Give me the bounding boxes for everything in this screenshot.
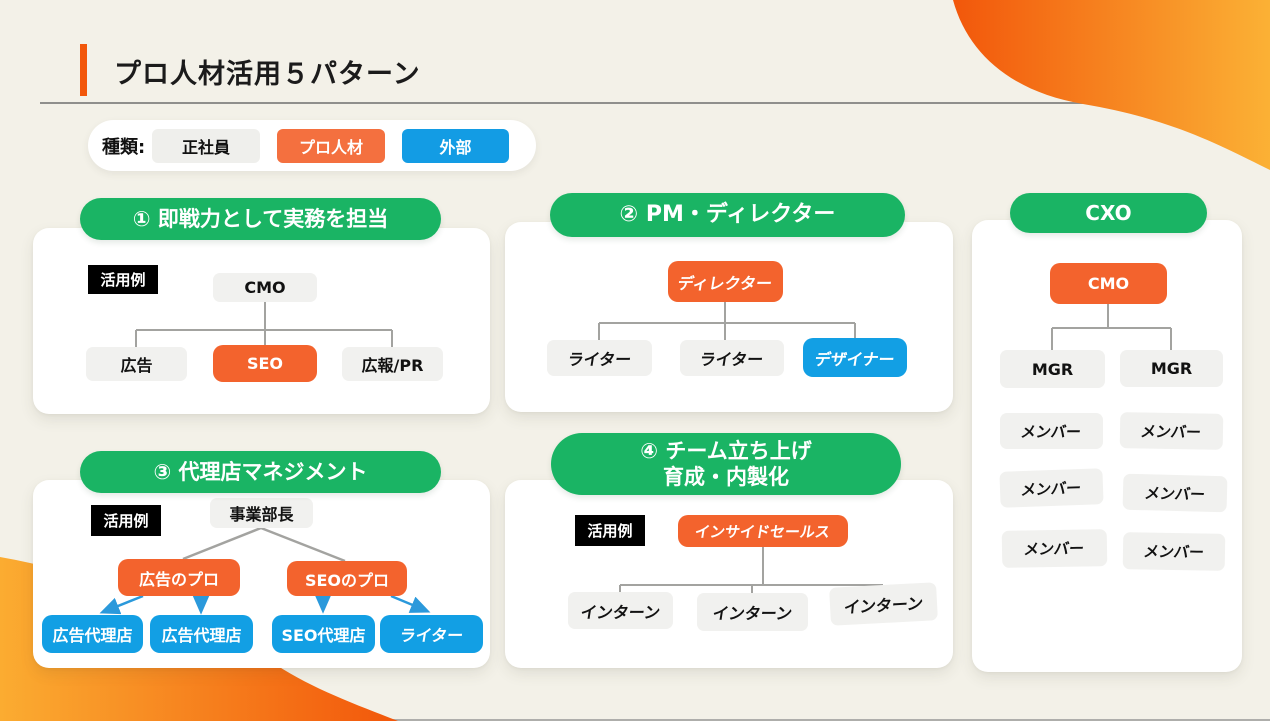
legend-chip-external: 外部 [402,129,509,163]
card4-connectors [619,547,884,593]
card1: 活用例 CMO 広告 SEO 広報/PR [33,228,490,414]
card2: ディレクター ライター ライター デザイナー [505,222,953,412]
legend: 種類: 正社員 プロ人材 外部 [88,120,536,171]
corner-blob-top-right [953,0,1270,170]
card4: 活用例 インサイドセールス インターン インターン インターン [505,480,953,668]
card2-connectors [598,302,856,340]
card3-node-seoagency: SEO代理店 [272,615,375,653]
header-divider [40,102,1270,104]
cxo-node-member5: メンバー [1001,529,1108,568]
card3-node-writer: ライター [380,615,483,653]
card3-title-pill: ③ 代理店マネジメント [80,451,441,493]
cxo-card: CMO MGR MGR メンバー メンバー メンバー メンバー メンバー メンバ… [972,220,1242,672]
cxo-node-member6: メンバー [1122,532,1226,571]
card1-connectors [135,302,393,347]
cxo-node-cmo: CMO [1050,263,1167,304]
card1-title-pill: ① 即戦力として実務を担当 [80,198,441,240]
card1-node-cmo: CMO [213,273,317,302]
card1-usage-badge: 活用例 [88,265,158,294]
card2-node-director: ディレクター [668,261,783,302]
cxo-node-member1: メンバー [1000,413,1103,449]
card3-node-seopro: SEOのプロ [287,561,407,596]
cxo-connectors [1051,304,1172,350]
page-title: プロ人材活用５パターン [114,59,421,90]
card2-node-writer2: ライター [680,340,784,376]
cxo-node-member4: メンバー [1122,473,1228,513]
legend-chip-employee: 正社員 [152,129,260,163]
card3-usage-badge: 活用例 [91,505,161,536]
legend-label: 種類: [102,136,146,158]
card4-node-insidesales: インサイドセールス [678,515,848,547]
card3: 活用例 事業部長 広告のプロ SEOのプロ 広告代理店 広告代理店 SEO代理店… [33,480,490,668]
card2-node-writer1: ライター [547,340,652,376]
card4-node-intern1: インターン [568,592,673,629]
cxo-node-mgr1: MGR [1000,350,1105,388]
card1-node-pr: 広報/PR [342,347,443,381]
card4-node-intern3: インターン [829,582,938,626]
card3-node-adpro: 広告のプロ [118,559,240,596]
cxo-node-mgr2: MGR [1120,350,1223,387]
title-accent-bar [80,44,87,96]
cxo-title-pill: CXO [1010,193,1207,233]
cxo-node-member3: メンバー [999,468,1104,508]
card2-title-pill: ② PM・ディレクター [550,193,905,237]
card3-node-adagency2: 広告代理店 [150,615,253,653]
bottom-edge-line [122,719,1270,721]
card3-node-divisionhead: 事業部長 [210,498,313,528]
card4-title-pill: ④ チーム立ち上げ 育成・内製化 [551,433,901,495]
cxo-node-member2: メンバー [1119,412,1224,450]
card4-node-intern2: インターン [697,593,808,631]
card1-node-seo: SEO [213,345,317,382]
card3-node-adagency1: 広告代理店 [42,615,143,653]
card2-node-designer: デザイナー [803,338,907,377]
legend-chip-pro: プロ人材 [277,129,385,163]
card1-node-ads: 広告 [86,347,187,381]
card4-usage-badge: 活用例 [575,515,645,546]
